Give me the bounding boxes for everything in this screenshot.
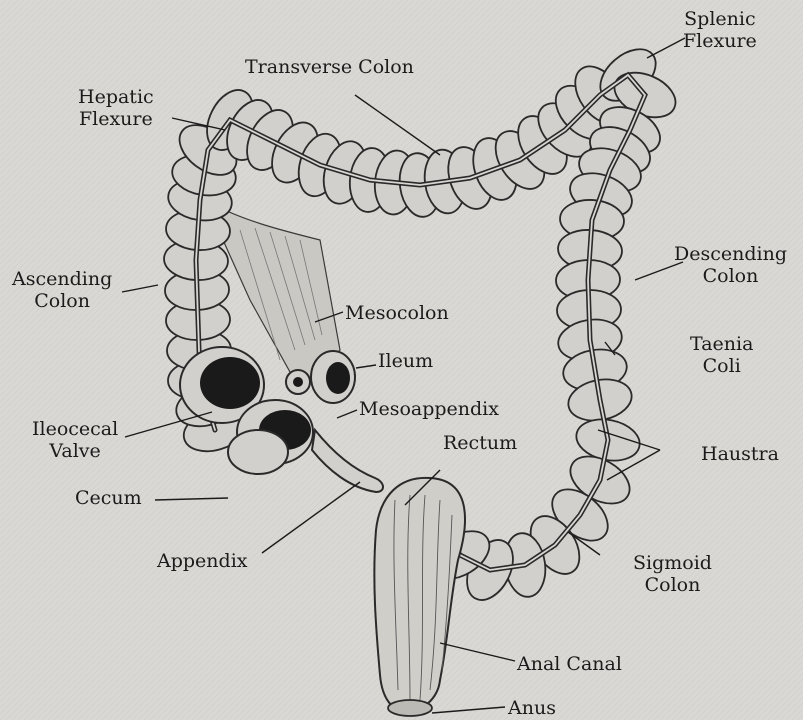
label-hepatic-flexure-line2: Flexure bbox=[78, 108, 154, 130]
label-haustra: Haustra bbox=[701, 443, 779, 465]
label-descending-colon: Descending Colon bbox=[674, 243, 787, 287]
label-mesocolon: Mesocolon bbox=[345, 302, 449, 324]
label-descending-colon-line1: Descending bbox=[674, 243, 787, 265]
label-mesoappendix: Mesoappendix bbox=[359, 398, 499, 420]
label-transverse-colon: Transverse Colon bbox=[245, 56, 414, 78]
label-taenia-coli: Taenia Coli bbox=[690, 333, 753, 377]
label-taenia-coli-line1: Taenia bbox=[690, 333, 753, 355]
label-taenia-coli-line2: Coli bbox=[690, 355, 753, 377]
label-hepatic-flexure: Hepatic Flexure bbox=[78, 86, 154, 130]
label-ileocecal-valve: Ileocecal Valve bbox=[32, 418, 118, 462]
label-hepatic-flexure-line1: Hepatic bbox=[78, 86, 154, 108]
ileocecal-valve-opening bbox=[293, 377, 303, 387]
label-ileocecal-valve-line2: Valve bbox=[32, 440, 118, 462]
label-descending-colon-line2: Colon bbox=[674, 265, 787, 287]
label-ileocecal-valve-line1: Ileocecal bbox=[32, 418, 118, 440]
label-splenic-flexure-line2: Flexure bbox=[683, 30, 757, 52]
label-sigmoid-colon: Sigmoid Colon bbox=[633, 552, 712, 596]
label-splenic-flexure-line1: Splenic bbox=[683, 8, 757, 30]
label-ascending-colon: Ascending Colon bbox=[12, 268, 112, 312]
label-splenic-flexure: Splenic Flexure bbox=[683, 8, 757, 52]
label-sigmoid-colon-line2: Colon bbox=[633, 574, 712, 596]
label-cecum: Cecum bbox=[75, 487, 142, 509]
label-rectum: Rectum bbox=[443, 432, 517, 454]
label-sigmoid-colon-line1: Sigmoid bbox=[633, 552, 712, 574]
label-appendix: Appendix bbox=[157, 550, 247, 572]
label-anus: Anus bbox=[508, 697, 556, 719]
cecum-cavity-upper bbox=[200, 357, 260, 409]
label-ascending-colon-line1: Ascending bbox=[12, 268, 112, 290]
label-anal-canal: Anal Canal bbox=[517, 653, 622, 675]
cecum-wall bbox=[228, 430, 288, 474]
ileum-lumen bbox=[326, 362, 350, 394]
label-ascending-colon-line2: Colon bbox=[12, 290, 112, 312]
anus-opening bbox=[388, 700, 432, 716]
label-ileum: Ileum bbox=[378, 350, 433, 372]
